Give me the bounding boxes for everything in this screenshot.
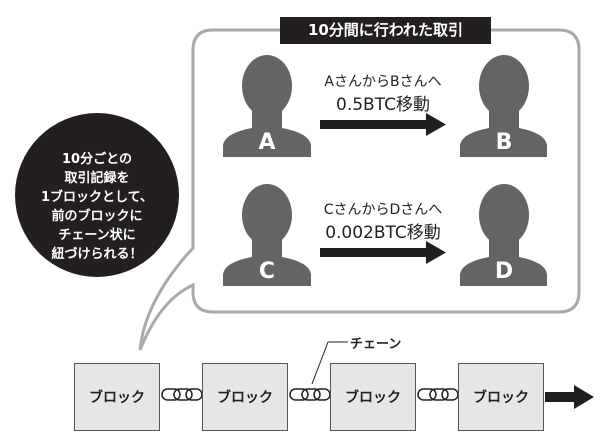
person-d-icon: [460, 184, 547, 286]
person-c-label: C: [258, 259, 276, 284]
person-b-label: B: [495, 130, 513, 155]
arrow-c-to-d-icon: [320, 241, 446, 264]
person-d-label: D: [494, 259, 514, 284]
chain-links-icon: [161, 388, 459, 401]
block-1: ブロック: [74, 363, 160, 431]
chain-continue-arrow-icon: [545, 385, 594, 409]
block-3: ブロック: [330, 363, 416, 431]
explanation-text: 10分ごとの 取引記録を 1ブロックとして、 前のブロックに チェーン状に 紐づ…: [14, 150, 180, 264]
arrow-a-to-b-icon: [320, 113, 446, 136]
block-2: ブロック: [202, 363, 288, 431]
bubble-line: 紐づけられる！: [51, 247, 143, 262]
chain-label: チェーン: [350, 337, 402, 352]
person-a-label: A: [258, 130, 276, 155]
transactions-title: 10分間に行われた取引: [280, 17, 491, 44]
block-4: ブロック: [458, 363, 544, 431]
chain-leader-line: [311, 341, 329, 385]
bubble-line: 1ブロックとして、: [40, 190, 153, 205]
person-b-icon: [460, 55, 547, 157]
bubble-line: 10分ごとの: [62, 152, 132, 167]
transaction-2-amount: 0.002BTC移動: [325, 223, 441, 243]
transaction-1-amount: 0.5BTC移動: [336, 95, 430, 115]
bubble-line: 取引記録を: [64, 171, 130, 186]
person-c-icon: [223, 184, 311, 286]
transaction-2-desc: CさんからDさんへ: [323, 202, 443, 218]
explanation-circle: [15, 113, 179, 277]
bubble-line: チェーン状に: [58, 228, 136, 243]
transaction-1-desc: AさんからBさんへ: [324, 74, 442, 90]
person-a-icon: [223, 55, 311, 157]
bubble-line: 前のブロックに: [51, 209, 143, 224]
transactions-bubble: [138, 28, 581, 351]
